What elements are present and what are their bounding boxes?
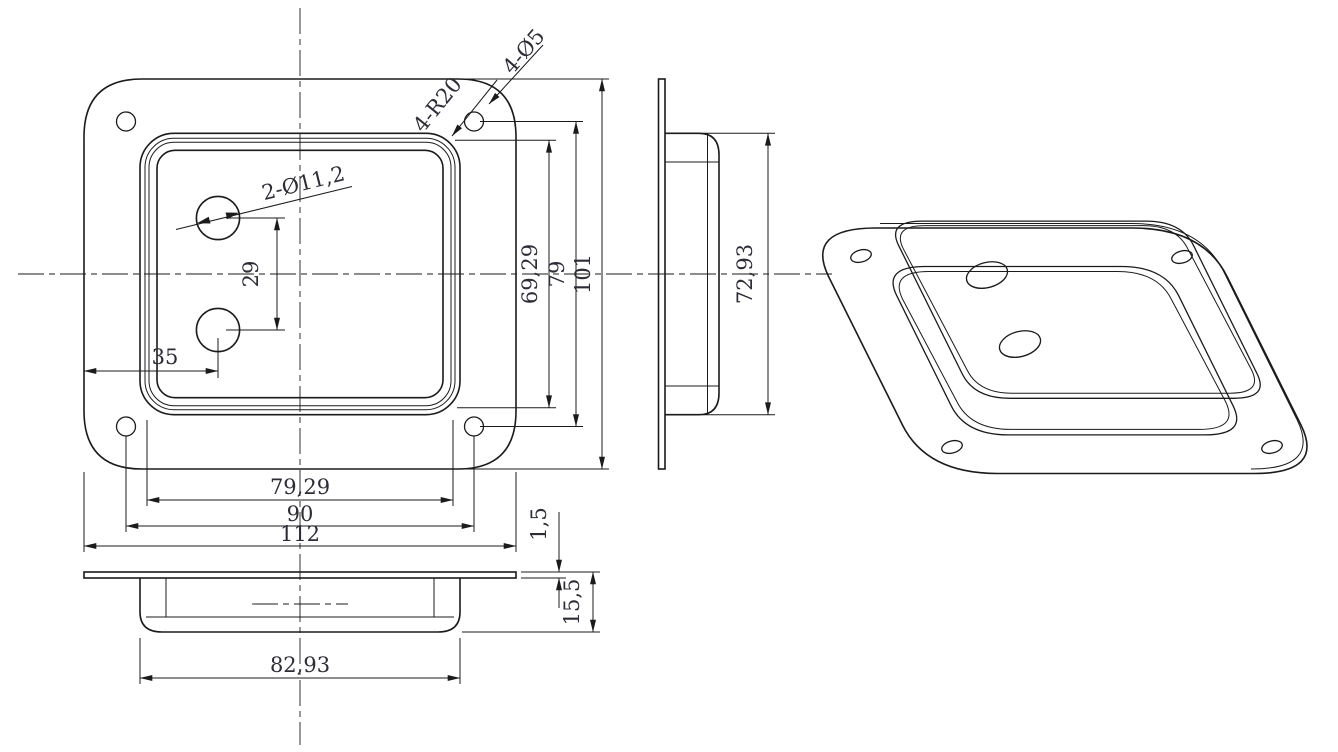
dim-dish-height: 69,29 — [518, 244, 542, 304]
dim-overall-depth: 15,5 — [560, 579, 584, 626]
corner-hole-leader — [488, 44, 544, 105]
leader-arrow — [197, 216, 211, 224]
dim-hole-spacing-width: 90 — [287, 502, 314, 526]
iso-dish-hole-upper-thickness — [966, 275, 1007, 289]
iso-corner-hole — [941, 439, 963, 455]
iso-dish-opening-edge — [892, 265, 1238, 436]
dim-overall-height: 101 — [571, 254, 595, 294]
side-view: 72,93 — [657, 78, 775, 470]
iso-corner-hole — [1261, 439, 1283, 455]
corner-radius-leader — [451, 79, 498, 137]
dish-fillet-edge — [144, 137, 456, 411]
iso-flange-outline — [821, 227, 1308, 475]
front-view: 2-Ø11,2 4-R20 4-Ø5 29 35 79,29 90 112 — [83, 24, 609, 552]
label-corner-radius: 4-R20 — [408, 73, 466, 137]
dim-flange-thickness: 1,5 — [527, 507, 551, 540]
iso-flange-thickness-edge — [880, 223, 1304, 470]
corner-hole — [115, 416, 137, 437]
bottom-view: 82,93 1,5 15,5 — [83, 507, 600, 684]
dish-body — [139, 578, 461, 633]
isometric-view — [821, 220, 1308, 475]
dish-bottom-edge — [156, 149, 444, 399]
dish-opening-edge — [148, 141, 452, 407]
dim-dish-outer-width: 82,93 — [270, 653, 330, 677]
iso-dish-hole-upper — [965, 261, 1009, 289]
dim-overall-width: 112 — [280, 522, 320, 546]
iso-corner-hole — [1171, 249, 1193, 265]
iso-dish-bottom-fillet — [899, 225, 1256, 394]
iso-dish-opening-fillet — [898, 271, 1230, 430]
dim-hole-offset-left: 35 — [152, 345, 179, 369]
dish-outer-edge — [139, 132, 461, 416]
iso-dish-hole-lower — [998, 330, 1042, 358]
label-corner-holes: 4-Ø5 — [498, 24, 550, 78]
flange-profile — [657, 78, 666, 470]
iso-dish-hole-lower-thickness — [999, 344, 1040, 358]
iso-corner-hole — [850, 248, 872, 264]
flange-strip — [83, 571, 517, 579]
dim-hole-spacing-height: 79 — [545, 261, 569, 288]
iso-dish-bottom-face — [894, 220, 1261, 399]
dim-dish-hole-spacing: 29 — [239, 261, 263, 288]
dim-dish-outer-height: 72,93 — [733, 244, 757, 304]
corner-hole — [115, 111, 137, 132]
centerlines — [18, 8, 832, 745]
dim-dish-width: 79,29 — [270, 475, 330, 499]
